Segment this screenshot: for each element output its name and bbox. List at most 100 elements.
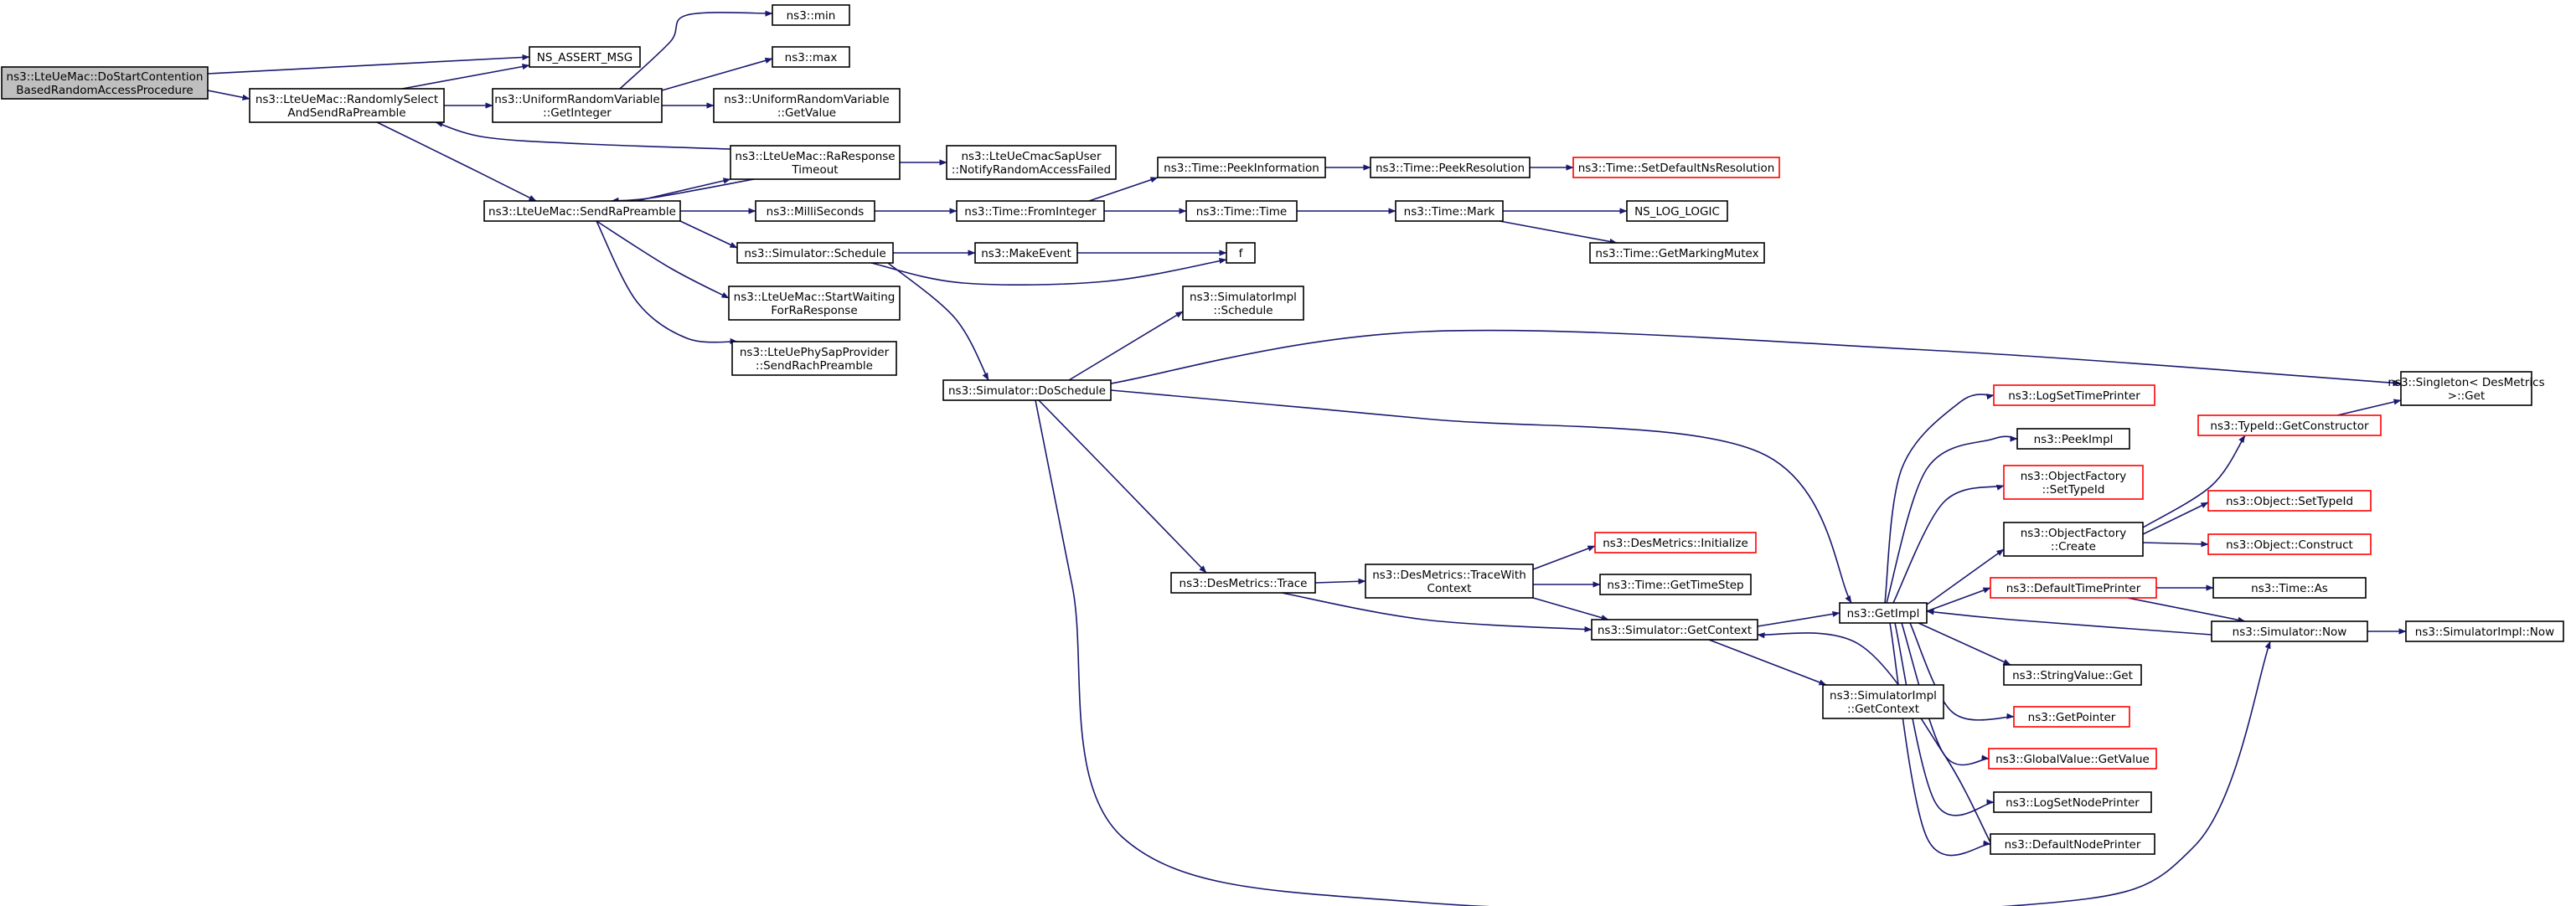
node-n37[interactable]: ns3::ObjectFactory::Create <box>2003 522 2144 557</box>
node-n2[interactable]: ns3::LteUeMac::RandomlySelectAndSendRaPr… <box>249 88 445 123</box>
edge-n48-n33 <box>1926 609 2212 636</box>
edge-n24-n27 <box>1038 399 1207 574</box>
node-label: ns3::PeekImpl <box>2034 433 2114 446</box>
node-box <box>2211 620 2368 642</box>
edge-n2-n4 <box>376 121 537 202</box>
node-box <box>1599 574 1752 595</box>
node-n32[interactable]: ns3::SimulatorImpl::GetContext <box>1822 684 1944 719</box>
node-n0[interactable]: ns3::LteUeMac::DoStartContentionBasedRan… <box>1 66 209 100</box>
edges-layer <box>207 10 2407 906</box>
edge-n28-n29 <box>1532 545 1596 570</box>
node-label: ns3::SimulatorImpl::Now <box>2415 625 2554 639</box>
node-box <box>2400 371 2532 406</box>
node-label: ns3::ObjectFactory <box>2021 470 2127 483</box>
node-n10[interactable]: ns3::MilliSeconds <box>755 200 875 222</box>
node-box <box>736 242 894 264</box>
node-label: ns3::Time::Time <box>1196 205 1287 219</box>
node-n15[interactable]: ns3::Time::PeekInformation <box>1157 157 1326 178</box>
node-label: ns3::Simulator::DoSchedule <box>948 384 1106 398</box>
node-n6[interactable]: ns3::min <box>772 4 850 26</box>
node-label: ns3::Time::FromInteger <box>964 205 1097 219</box>
node-box <box>2003 664 2142 686</box>
node-box <box>1572 157 1780 178</box>
node-n43[interactable]: ns3::DefaultNodePrinter <box>1990 833 2155 855</box>
node-box <box>731 341 897 376</box>
edge-n5-n2 <box>435 121 731 150</box>
node-n42[interactable]: ns3::LogSetNodePrinter <box>1993 791 2152 813</box>
node-n13[interactable]: ns3::LteUePhySapProvider::SendRachPreamb… <box>731 341 897 376</box>
node-label: ns3::DesMetrics::Trace <box>1180 577 1308 590</box>
node-n26[interactable]: ns3::Singleton< DesMetrics>::Get <box>2388 371 2545 406</box>
node-n7[interactable]: ns3::max <box>772 46 850 68</box>
node-n21[interactable]: ns3::Time::GetMarkingMutex <box>1589 242 1765 264</box>
node-box <box>772 46 850 68</box>
node-label: ns3::Time::PeekResolution <box>1376 162 1525 175</box>
node-n16[interactable]: ns3::Time::PeekResolution <box>1370 157 1531 178</box>
node-n22[interactable]: ns3::MakeEvent <box>974 242 1078 264</box>
node-label: ::NotifyRandomAccessFailed <box>952 163 1111 177</box>
node-label: Context <box>1427 582 1472 595</box>
node-n20[interactable]: NS_LOG_LOGIC <box>1626 200 1728 222</box>
node-n36[interactable]: ns3::ObjectFactory::SetTypeId <box>2003 465 2144 500</box>
node-n11[interactable]: ns3::Simulator::Schedule <box>736 242 894 264</box>
edge-n11-n24 <box>887 262 989 381</box>
node-n38[interactable]: ns3::DefaultTimePrinter <box>1990 577 2157 599</box>
node-n18[interactable]: ns3::Time::Time <box>1185 200 1298 222</box>
node-n44[interactable]: ns3::TypeId::GetConstructor <box>2197 414 2382 436</box>
edge-n33-n37 <box>1926 548 2005 605</box>
node-n45[interactable]: ns3::Object::SetTypeId <box>2207 490 2372 512</box>
node-n31[interactable]: ns3::Simulator::GetContext <box>1591 619 1758 641</box>
node-n3[interactable]: ns3::UniformRandomVariable::GetInteger <box>492 88 663 123</box>
node-n14[interactable]: ns3::Time::FromInteger <box>956 200 1105 222</box>
node-box <box>1594 532 1757 553</box>
node-box <box>2013 706 2130 728</box>
node-n9[interactable]: ns3::LteUeCmacSapUser::NotifyRandomAcces… <box>946 145 1117 180</box>
node-label: ns3::Singleton< DesMetrics <box>2388 376 2544 389</box>
node-label: ::GetValue <box>777 106 836 120</box>
node-n33[interactable]: ns3::GetImpl <box>1839 602 1928 624</box>
node-label: ns3::TypeId::GetConstructor <box>2210 420 2369 433</box>
edge-n28-n31 <box>1532 597 1609 621</box>
node-n29[interactable]: ns3::DesMetrics::Initialize <box>1594 532 1757 553</box>
node-n39[interactable]: ns3::StringValue::Get <box>2003 664 2142 686</box>
edge-n33-n36 <box>1892 484 2005 604</box>
node-label: Timeout <box>791 163 838 177</box>
node-box <box>249 88 445 123</box>
node-box <box>1395 200 1504 222</box>
node-label: ns3::Simulator::Schedule <box>744 247 885 260</box>
node-label: ::SendRachPreamble <box>756 359 873 373</box>
node-n35[interactable]: ns3::PeekImpl <box>2016 428 2130 450</box>
node-n34[interactable]: ns3::LogSetTimePrinter <box>1993 384 2155 406</box>
node-box <box>956 200 1105 222</box>
node-box <box>1 66 209 100</box>
node-n46[interactable]: ns3::Object::Construct <box>2207 533 2372 555</box>
edge-n33-n42 <box>1894 622 1995 816</box>
edge-n27-n31 <box>1281 592 1593 633</box>
node-n48[interactable]: ns3::Simulator::Now <box>2211 620 2368 642</box>
node-n17[interactable]: ns3::Time::SetDefaultNsResolution <box>1572 157 1780 178</box>
node-n41[interactable]: ns3::GlobalValue::GetValue <box>1988 748 2157 770</box>
edge-n44-n26 <box>2336 399 2402 416</box>
node-n27[interactable]: ns3::DesMetrics::Trace <box>1170 572 1316 594</box>
node-n47[interactable]: ns3::Time::As <box>2212 577 2367 599</box>
node-n40[interactable]: ns3::GetPointer <box>2013 706 2130 728</box>
node-label: AndSendRaPreamble <box>287 106 405 120</box>
node-n30[interactable]: ns3::Time::GetTimeStep <box>1599 574 1752 595</box>
node-n49[interactable]: ns3::SimulatorImpl::Now <box>2405 620 2564 642</box>
edge-n38-n48 <box>2127 597 2246 623</box>
node-box <box>529 46 641 68</box>
node-box <box>2405 620 2564 642</box>
node-n25[interactable]: ns3::SimulatorImpl::Schedule <box>1182 286 1304 321</box>
node-n1[interactable]: NS_ASSERT_MSG <box>529 46 641 68</box>
node-n8[interactable]: ns3::UniformRandomVariable::GetValue <box>713 88 901 123</box>
node-n19[interactable]: ns3::Time::Mark <box>1395 200 1504 222</box>
node-n24[interactable]: ns3::Simulator::DoSchedule <box>942 379 1112 401</box>
node-n4[interactable]: ns3::LteUeMac::SendRaPreamble <box>483 200 681 222</box>
edge-n33-n34 <box>1884 394 1995 604</box>
node-box <box>483 200 681 222</box>
node-n23[interactable]: f <box>1226 242 1256 264</box>
node-label: ns3::LteUeMac::RaResponse <box>735 150 895 163</box>
